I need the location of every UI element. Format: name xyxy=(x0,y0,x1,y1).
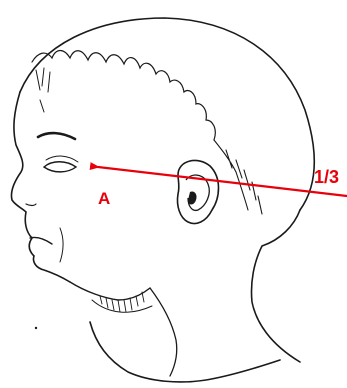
nostril xyxy=(26,204,36,206)
point-a-label: A xyxy=(98,190,110,207)
ear-canal xyxy=(188,191,197,204)
mouth xyxy=(30,237,52,244)
face-profile xyxy=(11,92,70,282)
ear-outer xyxy=(177,160,218,223)
jaw-line xyxy=(70,282,150,300)
hair-strands xyxy=(36,68,50,112)
back-of-neck xyxy=(251,210,300,362)
cheek-line xyxy=(60,228,63,262)
ratio-label: 1/3 xyxy=(314,168,339,186)
temple-hair xyxy=(214,140,262,214)
collar-line xyxy=(150,288,177,376)
stray-mark xyxy=(35,327,37,329)
eye xyxy=(44,162,76,172)
hair-fringe xyxy=(32,51,215,141)
eyelid xyxy=(46,156,78,162)
eyebrow xyxy=(38,133,75,139)
measurement-arrow xyxy=(98,167,347,196)
skull-outline xyxy=(20,18,314,210)
front-of-neck xyxy=(90,322,280,382)
